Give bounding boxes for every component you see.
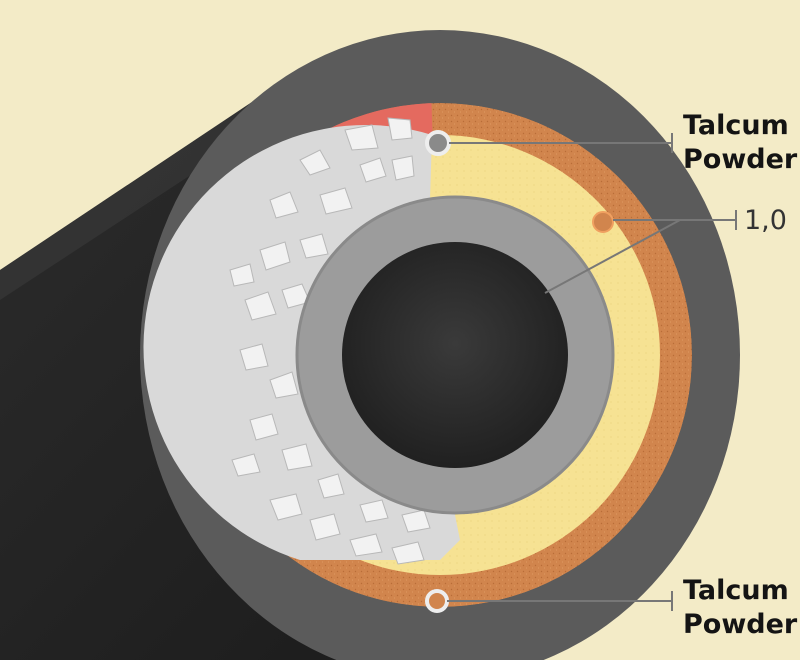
callout-top-line2: Powder [683, 144, 798, 175]
callout-middle-value: 1,0 [744, 205, 787, 236]
callout-label-top: Talcum Powder [683, 109, 797, 177]
marker-top-powder [425, 130, 451, 156]
callout-bottom-line1: Talcum [683, 575, 789, 606]
callout-top-line1: Talcum [683, 110, 789, 141]
marker-middle [592, 211, 614, 233]
powder-granules [229, 117, 431, 565]
marker-bottom-powder [425, 589, 449, 613]
dark-core [342, 242, 568, 468]
callout-label-bottom: Talcum Powder [683, 574, 797, 642]
leader-line-middle-diagonal [544, 219, 681, 294]
gray-inner-tube-edge [295, 195, 615, 515]
cable-body-highlight [0, 70, 300, 300]
callout-bottom-line2: Powder [683, 609, 798, 640]
callout-label-middle: 1,0 [744, 204, 787, 238]
